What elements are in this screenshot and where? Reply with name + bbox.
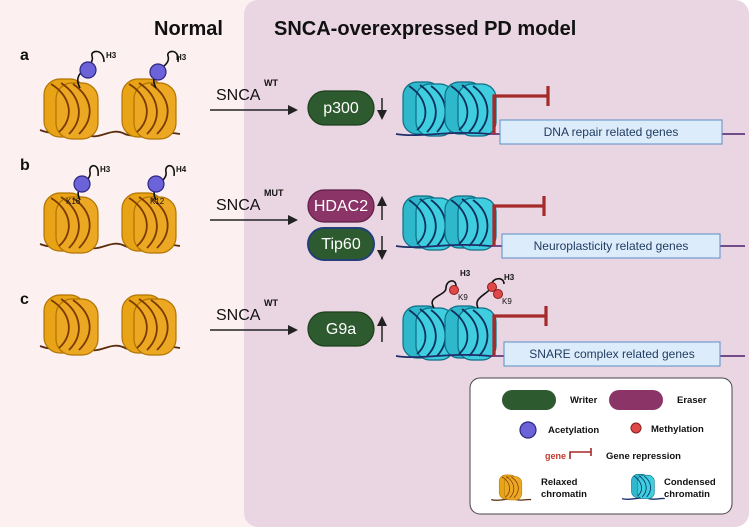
relaxed-chromatin-icon xyxy=(491,474,532,501)
snca-label-a: SNCA xyxy=(216,87,261,104)
legend-condensed-2: chromatin xyxy=(664,489,710,500)
methylation-icon xyxy=(493,289,503,299)
eraser-swatch xyxy=(609,390,663,410)
snca-variant-a: WT xyxy=(264,78,278,88)
row-label-b: b xyxy=(20,157,30,174)
gene-box-b: Neuroplasticity related genes xyxy=(501,233,721,259)
eraser-hdac2: HDAC2 xyxy=(307,189,375,223)
legend-relaxed-2: chromatin xyxy=(541,489,587,500)
legend-eraser: Eraser xyxy=(677,395,707,406)
histone-label: H3 xyxy=(504,273,515,282)
repression-symbol-a xyxy=(492,86,550,134)
writer-g9a: G9a xyxy=(307,311,375,347)
residue-label: K9 xyxy=(502,297,512,306)
condensed-chromatin-c xyxy=(395,305,497,361)
legend-methylation: Methylation xyxy=(651,424,704,435)
snca-label-c: SNCA xyxy=(216,307,261,324)
relaxed-chromatin-c xyxy=(39,294,181,356)
repression-symbol-c xyxy=(492,306,548,356)
histone-label: H3 xyxy=(106,51,117,60)
row-label-a: a xyxy=(20,47,29,64)
histone-tail-c2: H3 K9 xyxy=(476,273,515,309)
enzyme-label: G9a xyxy=(326,321,356,338)
acetylation-icon xyxy=(147,175,165,193)
gene-box-a: DNA repair related genes xyxy=(499,119,723,145)
condensed-chromatin-b xyxy=(395,195,497,251)
snca-variant-b: MUT xyxy=(264,188,284,198)
legend-writer: Writer xyxy=(570,395,598,406)
histone-label: H3 xyxy=(176,53,187,62)
methylation-icon xyxy=(449,285,459,295)
acetylation-icon xyxy=(79,61,97,79)
histone-tail-c1: H3 K9 xyxy=(431,269,471,309)
legend-gene-word: gene xyxy=(545,451,566,461)
relaxed-chromatin-b xyxy=(39,192,181,254)
condensed-chromatin-icon xyxy=(621,473,665,501)
legend: Writer Eraser Acetylation Methylation ge… xyxy=(469,377,733,515)
legend-acetylation: Acetylation xyxy=(548,425,599,436)
methylation-icon xyxy=(487,282,497,292)
histone-tail-b2: H4 K12 xyxy=(147,164,187,206)
repression-icon xyxy=(569,448,592,459)
legend-gene-repression: Gene repression xyxy=(606,451,681,462)
gene-label: Neuroplasticity related genes xyxy=(534,239,689,253)
relaxed-chromatin-a xyxy=(39,78,181,140)
gene-box-c: SNARE complex related genes xyxy=(503,341,721,367)
writer-swatch xyxy=(502,390,556,410)
gene-label: DNA repair related genes xyxy=(544,125,679,139)
snca-variant-c: WT xyxy=(264,298,278,308)
enzyme-label: HDAC2 xyxy=(314,198,368,215)
repression-symbol-b xyxy=(492,196,546,246)
residue-label: K16 xyxy=(66,197,81,206)
snca-label-b: SNCA xyxy=(216,197,261,214)
row-label-c: c xyxy=(20,291,29,308)
residue-label: K12 xyxy=(150,197,165,206)
legend-condensed-1: Condensed xyxy=(664,477,716,488)
normal-panel-bg xyxy=(0,0,258,527)
histone-label: H3 xyxy=(460,269,471,278)
enzyme-label: Tip60 xyxy=(321,236,361,253)
acetylation-icon xyxy=(149,63,167,81)
legend-relaxed-1: Relaxed xyxy=(541,477,578,488)
writer-p300: p300 xyxy=(307,90,375,126)
methylation-icon xyxy=(630,422,642,434)
residue-label: K9 xyxy=(458,293,468,302)
histone-tail-a2: H3 xyxy=(149,50,187,89)
enzyme-label: p300 xyxy=(323,100,359,117)
normal-header: Normal xyxy=(154,18,223,40)
model-header: SNCA-overexpressed PD model xyxy=(274,18,576,40)
histone-tail-a1: H3 xyxy=(77,50,117,89)
acetylation-icon xyxy=(519,421,537,439)
writer-tip60: Tip60 xyxy=(307,227,375,261)
histone-label: H3 xyxy=(100,165,111,174)
condensed-chromatin-a xyxy=(395,81,497,137)
histone-label: H4 xyxy=(176,165,187,174)
histone-tail-b1: H3 K16 xyxy=(66,164,111,206)
gene-label: SNARE complex related genes xyxy=(529,347,694,361)
acetylation-icon xyxy=(73,175,91,193)
